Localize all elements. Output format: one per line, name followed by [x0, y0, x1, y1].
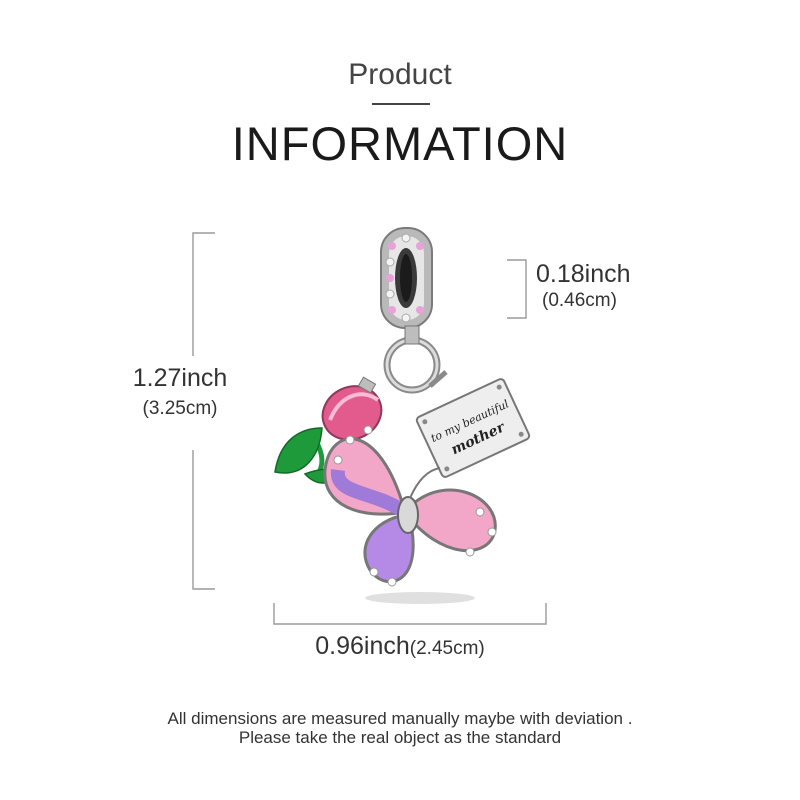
- message-tag: to my beautiful mother: [415, 378, 531, 478]
- width-cm-label: (2.45cm): [409, 638, 485, 659]
- title-information: INFORMATION: [231, 117, 569, 170]
- butterfly-charm: [323, 425, 497, 587]
- footer-line-1: All dimensions are measured manually may…: [167, 709, 633, 728]
- width-bracket: [273, 603, 547, 625]
- height-bracket: [192, 232, 215, 590]
- title-divider: [372, 103, 430, 105]
- bead-size-inch-label: 0.18inch: [536, 260, 631, 288]
- footer-note: All dimensions are measured manually may…: [0, 709, 800, 747]
- height-cm-label: (3.25cm): [142, 398, 218, 419]
- bead-charm: [380, 227, 433, 329]
- width-inch-label: 0.96inch: [315, 632, 410, 660]
- drop-shadow: [365, 592, 475, 604]
- height-inch-label: 1.27inch: [132, 364, 228, 392]
- title-product: Product: [348, 58, 452, 91]
- footer-line-2: Please take the real object as the stand…: [238, 728, 562, 747]
- size-bracket: [507, 259, 527, 319]
- bead-size-cm-label: (0.46cm): [542, 290, 617, 311]
- width-label-row: 0.96inch(2.45cm): [0, 632, 800, 661]
